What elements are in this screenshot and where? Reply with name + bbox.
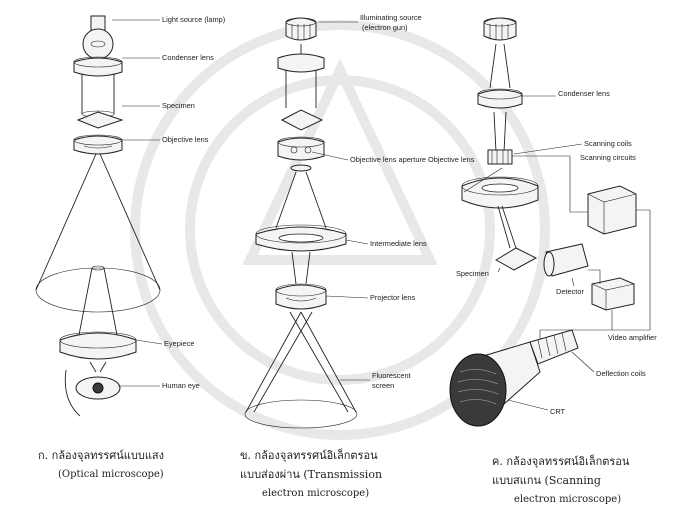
label-intermediate-lens: Intermediate lens xyxy=(370,239,427,248)
label-projector-lens: Projector lens xyxy=(370,293,415,302)
condenser-lens-icon xyxy=(74,57,122,76)
detector-icon xyxy=(544,244,588,276)
specimen-slide-icon xyxy=(78,112,122,128)
caption-tem-line2: แบบส่องผ่าน (Transmission xyxy=(240,465,430,484)
label-scanning-circuits: Scanning circuits xyxy=(580,153,636,162)
label-objective-aperture: Objective lens aperture xyxy=(350,155,426,164)
tem-objective-lens-icon xyxy=(278,137,324,171)
label-crt: CRT xyxy=(550,407,566,416)
label-sem-objective: Objective lens xyxy=(428,155,475,164)
scanning-circuits-box xyxy=(588,186,636,234)
label-fluorescent: Fluorescent xyxy=(372,371,411,380)
objective-lens-icon xyxy=(74,135,122,154)
caption-sem-line2: แบบสแกน (Scanning xyxy=(492,471,677,490)
caption-tem-line3: electron microscope) xyxy=(240,484,430,503)
sem-specimen-icon xyxy=(496,248,536,270)
sem-electron-gun-icon xyxy=(484,18,516,40)
label-objective-optical: Objective lens xyxy=(162,135,209,144)
label-detector: Detector xyxy=(556,287,584,296)
label-illuminating-source-2: (electron gun) xyxy=(362,23,408,32)
label-scanning-coils: Scanning coils xyxy=(584,139,632,148)
label-light-source: Light source (lamp) xyxy=(162,15,225,24)
caption-optical-line1: ก. กล้องจุลทรรศน์แบบแสง xyxy=(38,446,218,465)
label-sem-specimen: Specimen xyxy=(456,269,489,278)
caption-optical-line2: (Optical microscope) xyxy=(38,465,218,484)
label-specimen-optical: Specimen xyxy=(162,101,195,110)
optical-microscope-drawing xyxy=(36,16,162,416)
lamp-icon xyxy=(83,16,113,59)
label-condenser-optical: Condenser lens xyxy=(162,53,214,62)
label-deflection-coils: Deflection coils xyxy=(596,369,646,378)
sem-objective-lens-icon xyxy=(462,177,538,208)
label-video-amplifier: Video amplifier xyxy=(608,333,657,342)
caption-tem: ข. กล้องจุลทรรศน์อิเล็กตรอน แบบส่องผ่าน … xyxy=(240,446,430,503)
scanning-coils-icon xyxy=(488,150,512,164)
label-human-eye: Human eye xyxy=(162,381,200,390)
caption-tem-line1: ข. กล้องจุลทรรศน์อิเล็กตรอน xyxy=(240,446,430,465)
sem-condenser-lens-icon xyxy=(478,89,522,108)
tem-condenser-lens-icon xyxy=(278,54,324,72)
video-amplifier-box xyxy=(592,278,634,310)
label-sem-condenser: Condenser lens xyxy=(558,89,610,98)
caption-sem-line3: electron microscope) xyxy=(492,490,677,509)
label-fluorescent-2: screen xyxy=(372,381,394,390)
electron-gun-icon xyxy=(286,18,316,40)
human-eye-icon xyxy=(65,370,120,416)
caption-sem: ค. กล้องจุลทรรศน์อิเล็กตรอน แบบสแกน (Sca… xyxy=(492,452,677,509)
caption-optical: ก. กล้องจุลทรรศน์แบบแสง (Optical microsc… xyxy=(38,446,218,484)
caption-sem-line1: ค. กล้องจุลทรรศน์อิเล็กตรอน xyxy=(492,452,677,471)
projector-lens-icon xyxy=(276,284,326,309)
eyepiece-icon xyxy=(60,332,136,359)
label-eyepiece: Eyepiece xyxy=(164,339,194,348)
label-illuminating-source: Illuminating source xyxy=(360,13,422,22)
